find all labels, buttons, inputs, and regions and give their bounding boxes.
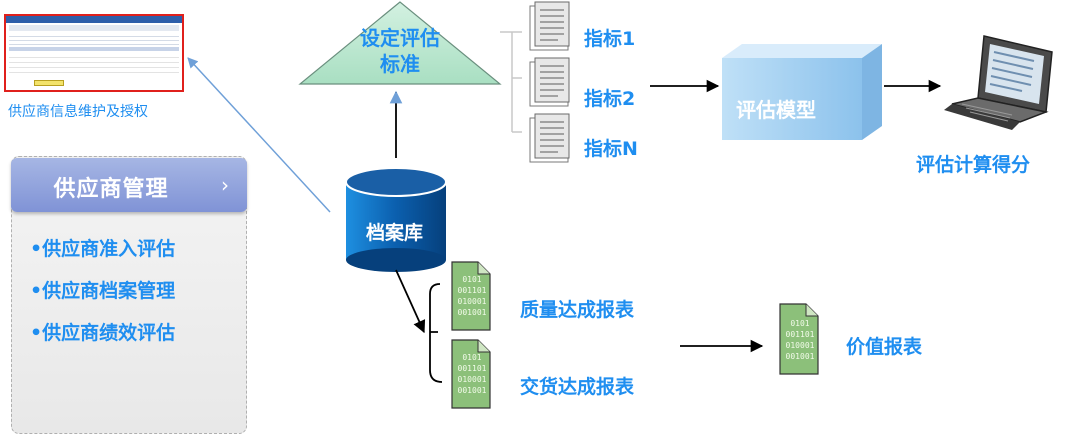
indicator-label-n: 指标N [584, 138, 638, 160]
panel-item-archive-management[interactable]: •供应商档案管理 [30, 280, 176, 302]
criteria-label-text: 设定评估标准 [360, 26, 440, 76]
value-report-doc-digits: 0101 001101 010001 001001 [783, 318, 817, 362]
supplier-panel-title: 供应商管理 [53, 177, 169, 202]
digit-line: 0101 [790, 319, 810, 328]
thumb-button [34, 80, 64, 86]
score-label: 评估计算得分 [916, 154, 1031, 176]
indicator-doc-n [529, 113, 570, 163]
supplier-maintenance-thumbnail[interactable] [4, 14, 184, 92]
indicator-label-2: 指标2 [584, 88, 636, 110]
model-box [722, 44, 882, 140]
digit-line: 010001 [457, 297, 487, 306]
thumb-tabs [9, 47, 179, 51]
report-bracket [429, 283, 443, 383]
model-label: 评估模型 [736, 98, 816, 122]
indicator-doc-1 [529, 1, 570, 51]
link-archive-to-thumbnail [187, 57, 331, 213]
digit-line: 001001 [457, 386, 487, 395]
thumb-grid [9, 53, 179, 77]
digit-line: 001101 [785, 330, 815, 339]
digit-line: 0101 [462, 275, 482, 284]
arrow-archive-to-reports [395, 269, 426, 334]
thumb-titlebar [6, 16, 182, 23]
report-label-delivery: 交货达成报表 [520, 376, 635, 398]
digit-line: 001101 [457, 364, 487, 373]
indicator-doc-2 [529, 57, 570, 107]
report-doc-delivery [451, 339, 491, 409]
supplier-panel-header[interactable]: 供应商管理 › [11, 158, 247, 212]
criteria-label: 设定评估标准 [330, 25, 470, 77]
thumb-form [9, 33, 179, 45]
value-report-label: 价值报表 [846, 336, 923, 358]
laptop-icon [944, 35, 1053, 130]
indicator-label-1: 指标1 [584, 28, 636, 50]
indicator-bracket [500, 31, 522, 133]
chevron-right-icon: › [221, 173, 229, 197]
archive-cylinder [345, 167, 447, 272]
digit-line: 001001 [457, 308, 487, 317]
report-label-quality: 质量达成报表 [520, 299, 635, 321]
report-doc-quality-digits: 0101 001101 010001 001001 [455, 274, 489, 318]
value-report-doc [779, 303, 819, 375]
digit-line: 010001 [785, 341, 815, 350]
criteria-triangle [298, 1, 502, 85]
panel-item-performance-evaluation[interactable]: •供应商绩效评估 [30, 322, 176, 344]
archive-label: 档案库 [366, 222, 424, 244]
digit-line: 001001 [785, 352, 815, 361]
panel-item-access-evaluation[interactable]: •供应商准入评估 [30, 238, 176, 260]
thumb-toolbar [9, 25, 179, 31]
digit-line: 001101 [457, 286, 487, 295]
report-doc-quality [451, 261, 491, 331]
thumbnail-caption: 供应商信息维护及授权 [8, 104, 148, 120]
digit-line: 0101 [462, 353, 482, 362]
report-doc-delivery-digits: 0101 001101 010001 001001 [455, 352, 489, 396]
digit-line: 010001 [457, 375, 487, 384]
